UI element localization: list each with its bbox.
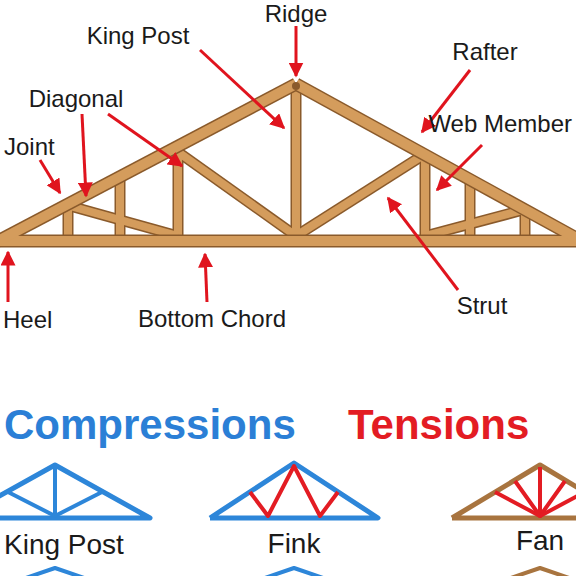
timber-member bbox=[178, 152, 296, 236]
timber-face bbox=[178, 152, 296, 236]
timber-face bbox=[466, 180, 474, 238]
timber-member bbox=[296, 84, 576, 240]
timber-face bbox=[116, 180, 124, 238]
timber-face bbox=[0, 84, 296, 242]
leader-arrow bbox=[40, 160, 60, 193]
ridge-joint bbox=[292, 82, 300, 90]
timber-face bbox=[0, 236, 576, 246]
truss-web bbox=[515, 481, 565, 516]
part-label: Rafter bbox=[452, 40, 517, 64]
timber-member bbox=[420, 152, 431, 238]
truss-web bbox=[53, 466, 57, 516]
leader-arrow bbox=[82, 114, 86, 196]
timber-member bbox=[115, 180, 126, 238]
leader-arrow bbox=[388, 198, 458, 290]
timber-face bbox=[421, 152, 429, 238]
truss-type-label: Fink bbox=[268, 530, 321, 558]
timber-member bbox=[291, 88, 302, 238]
leader-arrow bbox=[437, 145, 482, 190]
truss-web bbox=[540, 492, 576, 516]
part-label: Heel bbox=[3, 308, 52, 332]
truss-outline bbox=[452, 465, 576, 518]
leader-arrow bbox=[7, 252, 10, 302]
leader-arrow bbox=[295, 26, 298, 76]
part-label: Joint bbox=[4, 135, 55, 159]
truss-outline bbox=[20, 568, 90, 576]
timber-member bbox=[296, 154, 425, 236]
timber-face bbox=[296, 84, 576, 240]
timber-face bbox=[292, 88, 300, 238]
truss-outline bbox=[505, 568, 575, 576]
timber-member bbox=[0, 235, 576, 248]
truss-type-label: King Post bbox=[4, 531, 124, 559]
legend-entry: Compressions bbox=[4, 404, 296, 446]
part-label: Web Member bbox=[428, 112, 572, 136]
leader-arrow bbox=[108, 114, 182, 166]
truss-outline bbox=[0, 465, 150, 518]
truss-outline bbox=[259, 568, 329, 576]
legend-text: Tensions bbox=[348, 401, 529, 448]
leader-arrow bbox=[205, 254, 207, 302]
leader-arrow bbox=[200, 50, 284, 128]
part-label: Ridge bbox=[265, 2, 328, 26]
legend-text: Compressions bbox=[4, 401, 296, 448]
part-label: King Post bbox=[87, 24, 190, 48]
truss-type-label: Fan bbox=[516, 527, 564, 555]
truss-web bbox=[8, 492, 102, 516]
legend-entry: Tensions bbox=[348, 404, 529, 446]
timber-face bbox=[296, 154, 425, 236]
part-label: Strut bbox=[457, 294, 508, 318]
part-label: Diagonal bbox=[29, 87, 124, 111]
truss-web bbox=[250, 466, 338, 516]
part-label: Bottom Chord bbox=[138, 307, 286, 331]
timber-member bbox=[0, 84, 296, 242]
truss-outline bbox=[210, 463, 378, 518]
